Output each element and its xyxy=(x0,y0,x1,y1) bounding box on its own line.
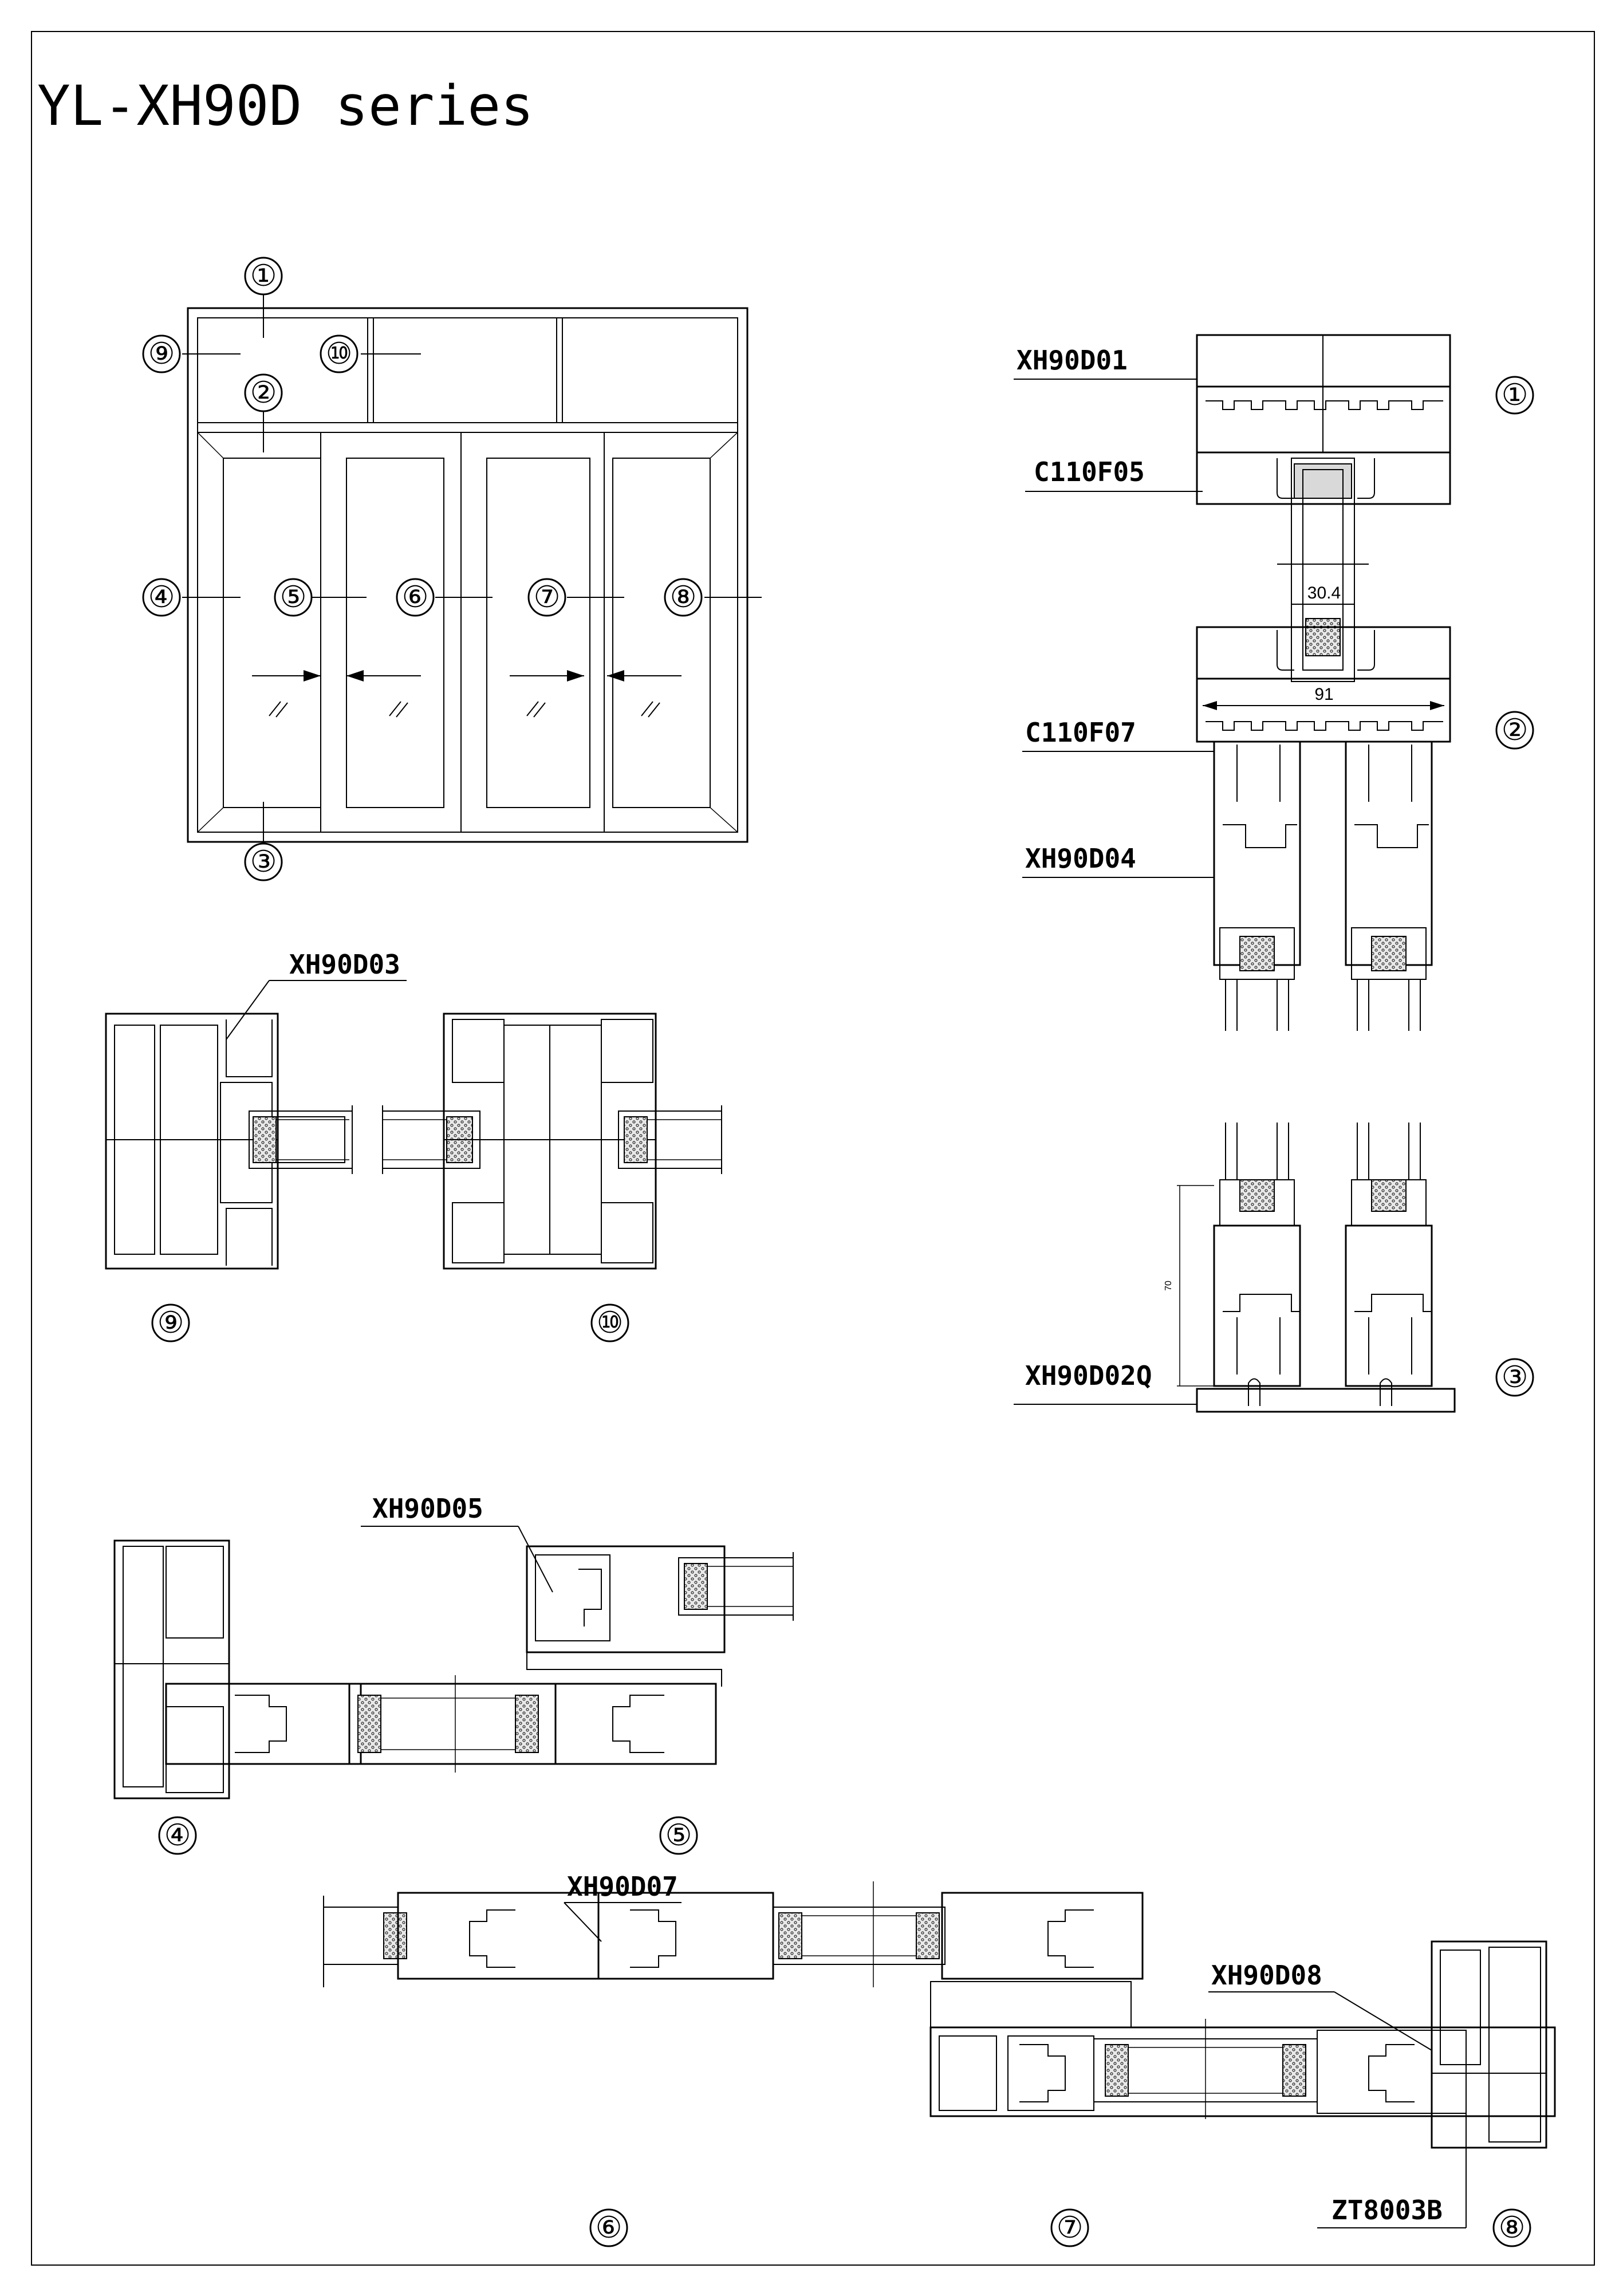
svg-text:⑥: ⑥ xyxy=(402,581,429,614)
svg-text:⑤: ⑤ xyxy=(665,1819,692,1852)
svg-text:XH90D08: XH90D08 xyxy=(1211,1960,1322,1991)
marker-4: ④ xyxy=(142,578,181,617)
svg-text:XH90D02Q: XH90D02Q xyxy=(1025,1360,1152,1391)
svg-text:XH90D01: XH90D01 xyxy=(1017,345,1128,376)
section-number-1: ① xyxy=(1495,376,1534,415)
section-sill xyxy=(1177,1123,1456,1413)
sheet-border xyxy=(31,31,1595,2266)
label-xh90d01: XH90D01 xyxy=(1014,345,1197,380)
page-title: YL-XH90D series xyxy=(37,74,534,138)
section-mullion-10 xyxy=(382,1013,722,1270)
marker-3: ③ xyxy=(244,842,283,881)
label-c110f07: C110F07 xyxy=(1022,717,1214,752)
section-number-10: ⑩ xyxy=(590,1303,629,1342)
svg-text:①: ① xyxy=(1502,379,1529,412)
marker-1: ① xyxy=(244,257,283,296)
section-number-2: ② xyxy=(1495,711,1534,750)
elevation-view xyxy=(182,289,762,845)
svg-text:⑦: ⑦ xyxy=(1057,2211,1084,2244)
glass-pane-vertical xyxy=(1277,458,1369,682)
svg-text:④: ④ xyxy=(148,581,175,614)
svg-text:⑩: ⑩ xyxy=(597,1306,624,1340)
svg-text:XH90D05: XH90D05 xyxy=(372,1493,483,1524)
svg-text:XH90D04: XH90D04 xyxy=(1025,843,1136,874)
svg-text:①: ① xyxy=(250,259,277,293)
marker-5: ⑤ xyxy=(274,578,313,617)
svg-text:⑧: ⑧ xyxy=(670,581,697,614)
label-xh90d03: XH90D03 xyxy=(226,949,407,1040)
dim-glass-gap: 30.4 xyxy=(1307,584,1341,602)
sash-pair-upper xyxy=(1213,741,1433,1031)
dim-frame-width: 91 xyxy=(1314,685,1333,704)
dim-sash-height: 70 xyxy=(1164,1281,1173,1291)
svg-text:XH90D07: XH90D07 xyxy=(567,1871,678,1902)
section-number-6: ⑥ xyxy=(589,2208,628,2247)
svg-text:③: ③ xyxy=(1502,1361,1529,1394)
svg-text:⑨: ⑨ xyxy=(157,1306,184,1340)
svg-text:⑦: ⑦ xyxy=(534,581,561,614)
svg-text:④: ④ xyxy=(164,1819,191,1852)
section-number-4: ④ xyxy=(158,1816,197,1855)
section-top-frame xyxy=(1196,334,1451,505)
marker-10: ⑩ xyxy=(320,334,359,373)
svg-text:⑤: ⑤ xyxy=(280,581,307,614)
marker-7: ⑦ xyxy=(527,578,566,617)
svg-text:⑥: ⑥ xyxy=(596,2211,623,2244)
marker-9: ⑨ xyxy=(142,334,181,373)
section-number-3: ③ xyxy=(1495,1358,1534,1397)
svg-text:C110F05: C110F05 xyxy=(1034,456,1145,487)
section-left-jamb-9 xyxy=(105,1013,353,1270)
svg-text:ZT8003B: ZT8003B xyxy=(1332,2195,1443,2226)
svg-text:⑧: ⑧ xyxy=(1499,2211,1526,2244)
label-xh90d08: XH90D08 xyxy=(1208,1960,1432,2051)
section-number-9: ⑨ xyxy=(151,1303,190,1342)
section-head-frame xyxy=(1196,626,1451,743)
section-number-7: ⑦ xyxy=(1050,2208,1089,2247)
label-xh90d04: XH90D04 xyxy=(1022,843,1214,878)
section-interlock-6-7 xyxy=(323,1881,1556,2149)
label-xh90d05: XH90D05 xyxy=(361,1493,553,1593)
label-xh90d02q: XH90D02Q xyxy=(1014,1360,1197,1405)
section-number-8: ⑧ xyxy=(1492,2208,1531,2247)
section-number-5: ⑤ xyxy=(659,1816,698,1855)
svg-text:C110F07: C110F07 xyxy=(1025,717,1136,748)
label-xh90d07: XH90D07 xyxy=(564,1871,681,1942)
svg-text:②: ② xyxy=(1502,714,1529,747)
svg-text:⑩: ⑩ xyxy=(326,337,353,371)
svg-text:③: ③ xyxy=(250,845,277,879)
marker-6: ⑥ xyxy=(396,578,435,617)
svg-text:⑨: ⑨ xyxy=(148,337,175,371)
label-zt8003b: ZT8003B xyxy=(1317,2113,1467,2228)
section-jamb-4-5 xyxy=(113,1539,794,1799)
marker-8: ⑧ xyxy=(664,578,703,617)
svg-text:XH90D03: XH90D03 xyxy=(289,949,400,980)
svg-text:②: ② xyxy=(250,376,277,409)
marker-2: ② xyxy=(244,373,283,412)
label-c110f05: C110F05 xyxy=(1025,456,1203,492)
